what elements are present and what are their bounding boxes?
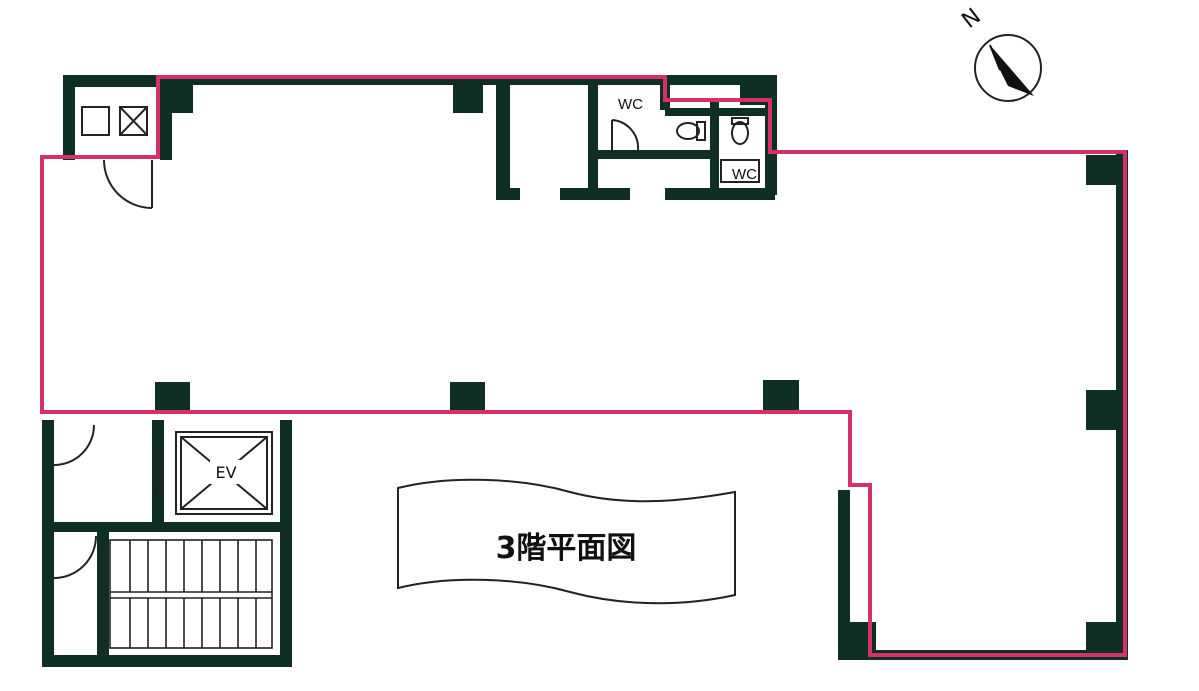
doors xyxy=(53,119,640,579)
column xyxy=(1086,390,1116,430)
shaft-boxes xyxy=(81,106,148,136)
column xyxy=(1086,622,1116,652)
column xyxy=(1086,155,1116,185)
column xyxy=(763,380,799,410)
north-arrow-icon: N xyxy=(957,4,1042,102)
wc-label-2: WC xyxy=(732,166,757,183)
sink xyxy=(720,159,760,183)
toilet xyxy=(731,121,749,145)
floor-plan-title: 3階平面図 xyxy=(496,531,637,566)
structural-columns xyxy=(155,75,1116,652)
duct-box-crossed xyxy=(119,106,148,136)
title-banner: 3階平面図 xyxy=(397,478,736,605)
wc-fixtures xyxy=(676,117,760,183)
tenant-area-outline xyxy=(40,75,1127,657)
column xyxy=(850,622,876,652)
column xyxy=(453,85,483,113)
elevator-label: EV xyxy=(215,463,236,482)
duct-box xyxy=(81,106,110,136)
staircase xyxy=(109,539,273,649)
north-label: N xyxy=(957,4,985,34)
wc-label-1: WC xyxy=(618,96,643,113)
column xyxy=(155,382,190,412)
toilet xyxy=(676,122,700,140)
column xyxy=(450,382,485,412)
column xyxy=(163,85,193,113)
